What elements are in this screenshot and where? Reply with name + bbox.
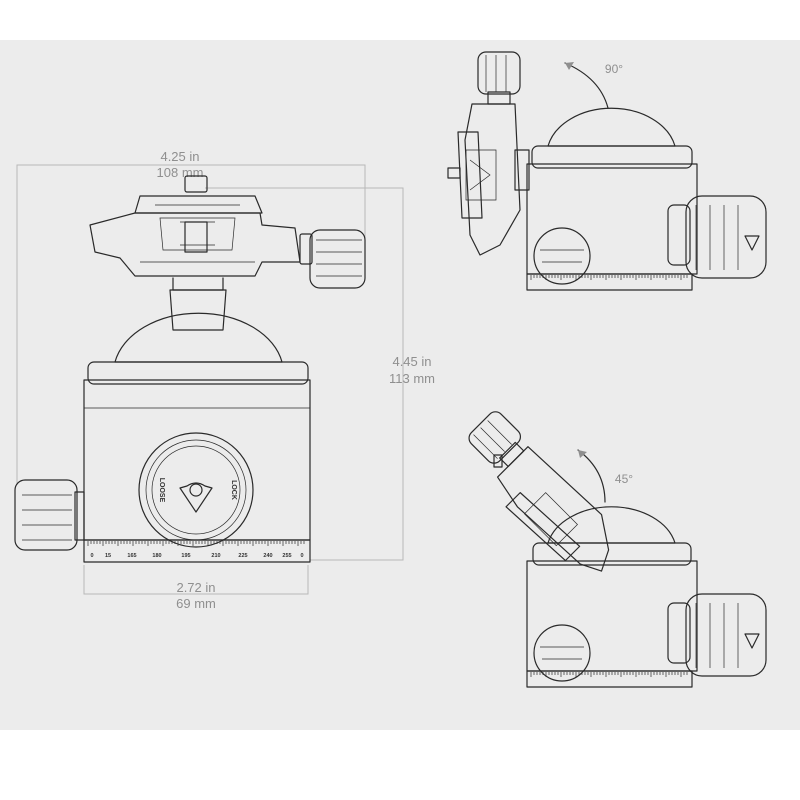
scale-label-3: 180 bbox=[152, 553, 161, 559]
background-panel bbox=[0, 40, 800, 730]
base-dimension-lines bbox=[83, 565, 309, 595]
front-scale-ticks bbox=[87, 541, 305, 546]
height-dimension-lines bbox=[205, 187, 404, 561]
angle-label-90: 90° bbox=[605, 62, 623, 76]
scale-label-1: 15 bbox=[105, 553, 111, 559]
knob-label-loose: LOOSE bbox=[158, 478, 165, 503]
front-clamp bbox=[89, 175, 366, 289]
side-dome-90 bbox=[547, 107, 676, 147]
height-dimension-imperial: 4.45 in bbox=[392, 354, 431, 369]
scale-label-9: 0 bbox=[300, 553, 303, 559]
scale-label-2: 165 bbox=[127, 553, 136, 559]
angle-label-45: 45° bbox=[615, 472, 633, 486]
scale-label-7: 240 bbox=[263, 553, 272, 559]
side-view-90: 90° bbox=[447, 51, 767, 291]
arrowhead-90 bbox=[565, 62, 574, 70]
front-ball-dome bbox=[114, 277, 283, 363]
scale-label-4: 195 bbox=[181, 553, 190, 559]
base-dimension-metric: 69 mm bbox=[176, 596, 216, 611]
scale-label-5: 210 bbox=[211, 553, 220, 559]
side-dome-45 bbox=[547, 506, 676, 544]
knob-label-lock: LOCK bbox=[230, 480, 237, 500]
width-dimension-lines bbox=[16, 164, 366, 485]
side-scale-ticks-90 bbox=[530, 275, 688, 280]
width-dimension-metric: 108 mm bbox=[157, 165, 204, 180]
scale-label-6: 225 bbox=[238, 553, 247, 559]
arrowhead-45 bbox=[578, 450, 587, 458]
front-view: 4.25 in 108 mm 4.45 in 113 mm 2.72 in 69… bbox=[14, 149, 435, 611]
scale-label-0: 0 bbox=[90, 553, 93, 559]
scale-label-8: 255 bbox=[282, 553, 291, 559]
front-scale-labels: 0 15 165 180 195 210 225 240 255 0 bbox=[90, 553, 303, 559]
height-dimension-metric: 113 mm bbox=[389, 371, 435, 386]
side-view-45: 45° bbox=[468, 411, 767, 688]
side-scale-ticks-45 bbox=[530, 672, 688, 677]
width-dimension-imperial: 4.25 in bbox=[160, 149, 199, 164]
front-body: LOOSE LOCK 0 15 165 180 195 210 225 240 … bbox=[14, 361, 311, 563]
base-dimension-imperial: 2.72 in bbox=[176, 580, 215, 595]
